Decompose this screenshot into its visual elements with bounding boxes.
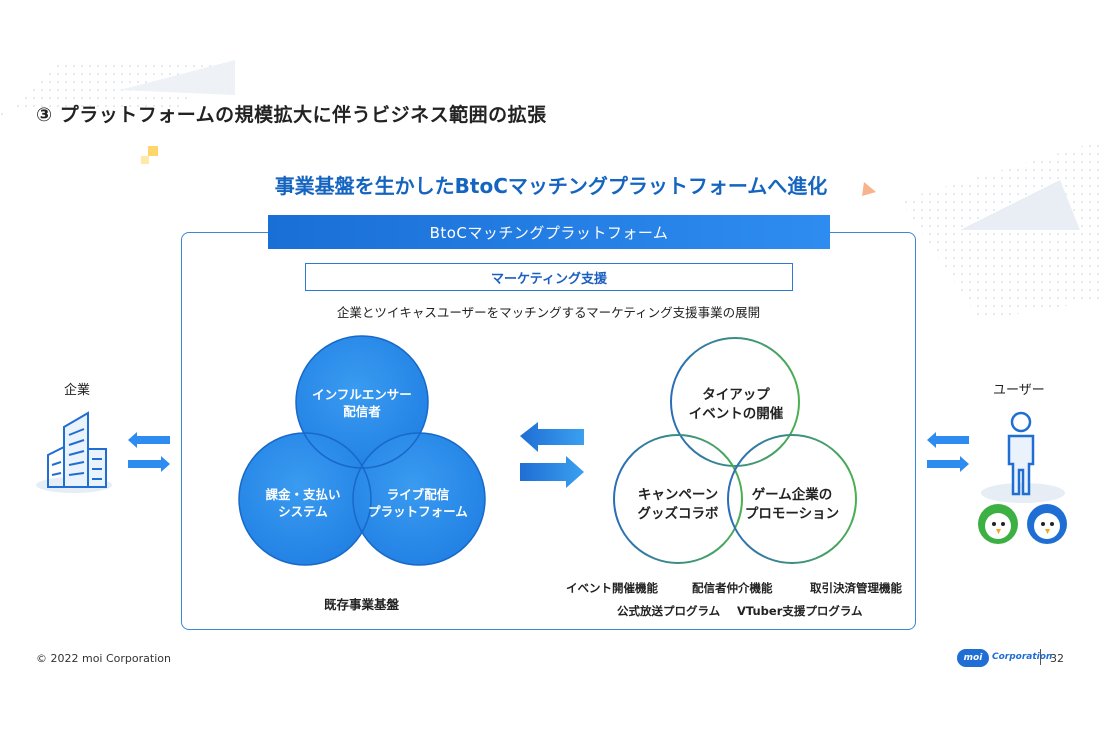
- copyright-text: © 2022 moi Corporation: [36, 652, 171, 665]
- company-logo: moi: [957, 649, 989, 667]
- arrow-left-icon: [927, 432, 969, 448]
- tieup-circle: [670, 337, 800, 467]
- feature-official-broadcast: 公式放送プログラム: [617, 604, 721, 618]
- game-promo-label: ゲーム企業のプロモーション: [744, 487, 840, 522]
- billing-label: 課金・支払いシステム: [265, 487, 341, 519]
- arrow-left-icon: [128, 432, 170, 448]
- game-promo-circle: [727, 434, 857, 564]
- billing-circle: [239, 433, 371, 565]
- user-label: ユーザー: [993, 383, 1045, 398]
- description-text: 企業とツイキャスユーザーをマッチングするマーケティング支援事業の展開: [336, 305, 761, 320]
- footer-divider: [1040, 649, 1041, 665]
- user-bidirectional-arrows: [927, 432, 969, 472]
- feature-event: イベント開催機能: [566, 581, 658, 595]
- mascot-icon: [978, 504, 1018, 544]
- arrow-left-icon: [520, 422, 584, 452]
- page-number: 32: [1050, 652, 1064, 665]
- platform-banner: BtoCマッチングプラットフォーム: [268, 215, 830, 249]
- arrow-right-icon: [520, 456, 584, 488]
- company-logo-text: Corporation: [992, 652, 1053, 662]
- feature-vtuber: VTuber支援プログラム: [737, 604, 863, 618]
- campaign-label: キャンペーングッズコラボ: [637, 487, 719, 522]
- tieup-label: タイアップイベントの開催: [688, 387, 784, 422]
- new-services-venn: [613, 337, 857, 564]
- influencer-label: インフルエンサー配信者: [312, 387, 412, 419]
- existing-base-caption: 既存事業基盤: [324, 597, 400, 612]
- middle-arrows: [520, 422, 584, 488]
- campaign-circle: [613, 434, 743, 564]
- arrow-right-icon: [927, 456, 969, 472]
- feature-payment: 取引決済管理機能: [810, 581, 902, 595]
- bidirectional-arrows: [128, 432, 170, 472]
- live-platform-label: ライブ配信プラットフォーム: [368, 487, 468, 519]
- slide-title: ③ プラットフォームの規模拡大に伴うビジネス範囲の拡張: [36, 104, 547, 126]
- building-icon: [36, 411, 112, 493]
- person-icon: [1007, 411, 1035, 496]
- live-platform-circle: [353, 433, 485, 565]
- mascot-icon: [1027, 504, 1067, 544]
- marketing-support-box: マーケティング支援: [305, 263, 793, 291]
- slide-subtitle: 事業基盤を生かしたBtoCマッチングプラットフォームへ進化: [274, 174, 828, 198]
- existing-base-venn: [238, 335, 486, 566]
- arrow-right-icon: [128, 456, 170, 472]
- influencer-circle: [296, 336, 428, 468]
- company-label: 企業: [64, 383, 91, 398]
- feature-mediation: 配信者仲介機能: [692, 581, 773, 595]
- user-group-illustration: [978, 411, 1067, 544]
